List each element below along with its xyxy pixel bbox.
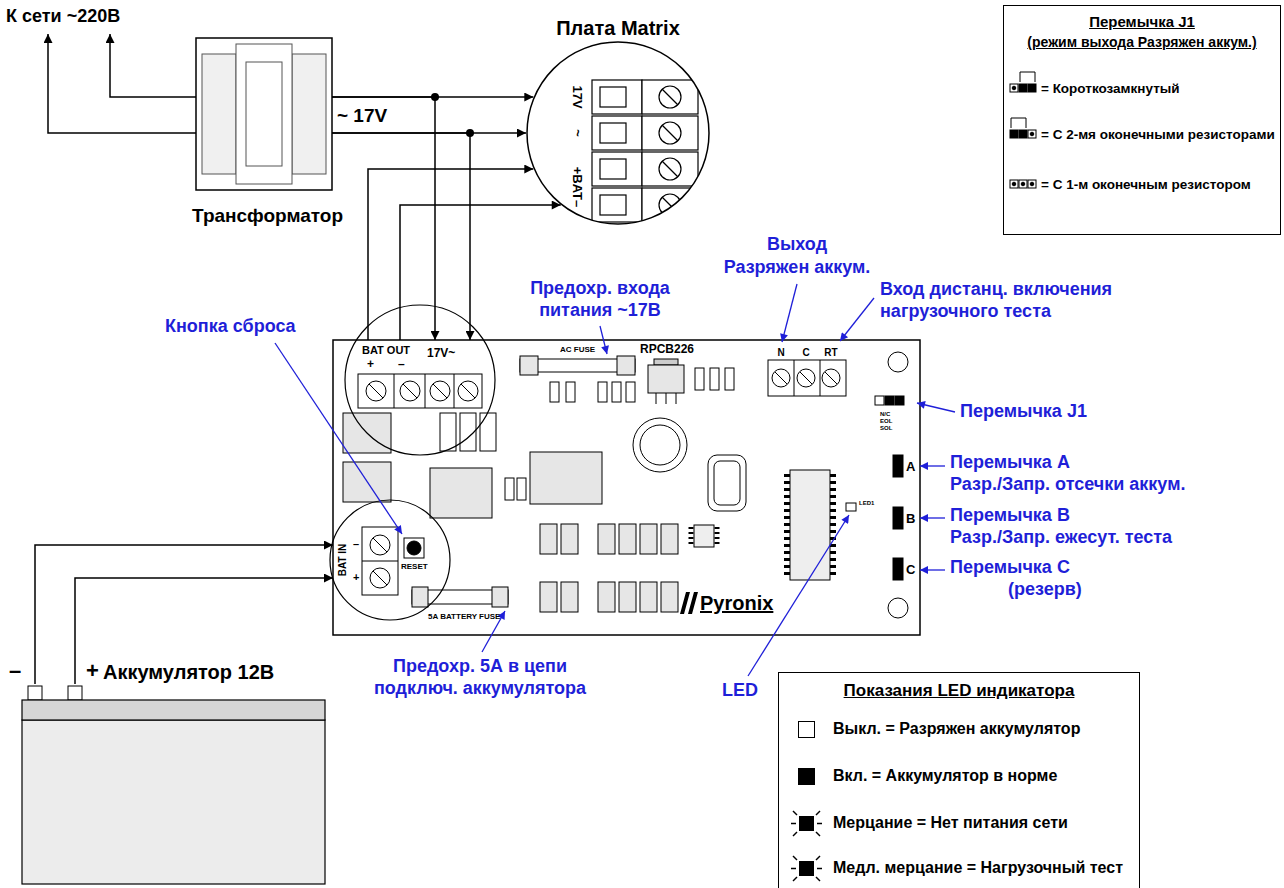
key-text: = Короткозамкнутый	[1041, 81, 1180, 97]
terminal-label: N	[777, 347, 784, 359]
key-text: = С 1-м оконечным резистором	[1041, 177, 1251, 193]
legend-swatch	[798, 768, 815, 785]
mains-label: К сети ~220В	[6, 6, 120, 28]
transformer: Трансформатор	[196, 38, 332, 190]
callout-label: Предохр. входа питания ~17В	[516, 278, 684, 321]
jumper-label: B	[906, 511, 915, 527]
callout-label: Предохр. 5А в цепи подключ. аккумулятора	[360, 656, 600, 699]
polarity-mark: –	[398, 357, 405, 371]
wire-connector	[332, 133, 470, 340]
wire-connector	[75, 578, 333, 684]
terminal-label: C	[802, 347, 809, 359]
terminal-label: ~	[569, 129, 585, 137]
legend-text: Медл. мерцание = Нагрузочный тест	[833, 858, 1123, 877]
terminal-label: BAT OUT	[362, 344, 410, 357]
callout-label: Разр./Запр. отсечки аккум.	[950, 474, 1185, 496]
board-caption: Плата Matrix	[556, 16, 680, 40]
callout-label: Перемычка A	[950, 452, 1070, 474]
polarity-mark: +	[367, 357, 374, 371]
callout-label: Кнопка сброса	[165, 316, 296, 338]
matrix-terminal-zoom: Плата Matrix17V~+BAT–	[526, 41, 710, 225]
terminal-label: BAT IN	[337, 544, 349, 577]
terminal-label: RT	[824, 347, 837, 359]
legend-text: Мерцание = Нет питания сети	[833, 813, 1068, 832]
silkscreen-label: AC FUSE	[560, 345, 595, 355]
silkscreen-label: EOL	[880, 418, 892, 425]
voltage-label: ~ 17V	[337, 105, 387, 128]
terminal-zoom-circle	[526, 41, 710, 225]
terminal-label: 17V~	[427, 346, 455, 360]
board-model: RPCB226	[640, 342, 694, 356]
legend-swatch	[798, 721, 815, 738]
callout-label: Разряжен аккум.	[724, 257, 871, 279]
callout-label: Перемычка C	[950, 557, 1070, 579]
blink-icon	[791, 855, 822, 882]
battery: Аккумулятор 12В	[22, 684, 325, 884]
key-heading: (режим выхода Разряжен аккум.)	[1027, 34, 1256, 51]
silkscreen-label: 5A BATTERY FUSE	[428, 612, 500, 622]
wire-connector	[400, 205, 561, 340]
polarity-mark: +	[353, 571, 359, 584]
silkscreen-label: RESET	[401, 562, 428, 572]
callout-label: Перемычка B	[950, 505, 1070, 527]
callout-label: Выход	[767, 234, 827, 256]
rpcb226-board: BAT OUT+–17V~AC FUSERPCB226NCRTN/CEOLSOL…	[333, 340, 920, 635]
polarity-mark: –	[353, 538, 359, 551]
callout-label: Вход дистанц. включения нагрузочного тес…	[880, 279, 1170, 322]
blink-icon	[791, 810, 822, 837]
wire-connector	[35, 545, 333, 684]
brand-logo: Pyronix	[700, 591, 773, 615]
polarity-mark: –	[9, 658, 21, 684]
silkscreen-label: SOL	[880, 425, 892, 432]
callout-label: Перемычка J1	[960, 401, 1087, 423]
silkscreen-label: N/C	[880, 411, 890, 418]
legend-text: Выкл. = Разряжен аккумулятор	[833, 719, 1080, 738]
jumper-j1-key: Перемычка J1 (режим выхода Разряжен аккум…	[1003, 5, 1281, 235]
terminal-label: 17V	[569, 85, 585, 108]
wire-connector	[368, 169, 533, 340]
callout-label: Разр./Запр. ежесут. теста	[950, 527, 1172, 549]
part-caption: Трансформатор	[192, 205, 343, 228]
terminal-label: +BAT–	[569, 167, 585, 208]
led-indicator-key: Показания LED индикатораВыкл. = Разряжен…	[778, 672, 1140, 888]
key-heading: Перемычка J1	[1089, 13, 1195, 31]
key-heading: Показания LED индикатора	[844, 681, 1075, 701]
callout-label: (резерв)	[1008, 579, 1082, 601]
callout-label: LED	[722, 680, 758, 702]
part-caption: Аккумулятор 12В	[103, 660, 274, 684]
key-text: = С 2-мя оконечными резисторами	[1041, 127, 1275, 143]
jumper-label: A	[906, 459, 915, 475]
silkscreen-label: LED1	[859, 500, 874, 507]
jumper-label: C	[906, 562, 915, 578]
legend-text: Вкл. = Аккумулятор в норме	[833, 766, 1057, 785]
polarity-mark: +	[86, 658, 99, 684]
